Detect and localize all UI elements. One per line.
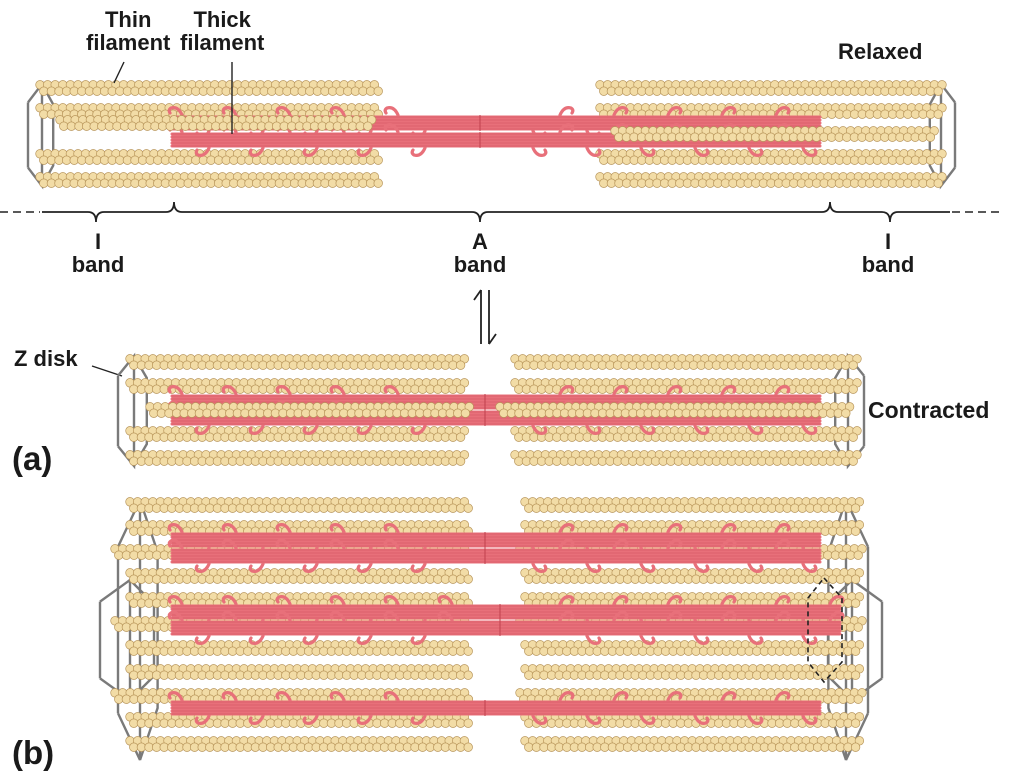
thin-filament bbox=[125, 736, 473, 752]
z-disk bbox=[826, 577, 884, 703]
panel-b-label: (b) bbox=[12, 734, 55, 771]
thin-filament bbox=[125, 378, 470, 394]
arrow-down bbox=[488, 290, 497, 345]
thick-filament bbox=[167, 691, 822, 725]
thin-filament bbox=[35, 80, 383, 96]
unit-cell-outline bbox=[807, 576, 843, 684]
thin-filament bbox=[125, 664, 473, 680]
contracted-label: Contracted bbox=[868, 397, 990, 423]
thin-filament bbox=[595, 172, 947, 188]
thin-filament bbox=[35, 172, 383, 188]
relaxed-label: Relaxed bbox=[838, 39, 923, 64]
thin-filament bbox=[510, 378, 862, 394]
thick-filament bbox=[167, 539, 822, 573]
band-brackets bbox=[0, 201, 1000, 223]
thin-filament bbox=[510, 354, 862, 370]
thin-filament bbox=[520, 568, 865, 584]
thin-filament bbox=[125, 426, 470, 442]
thin-filament bbox=[610, 126, 939, 142]
thin-filament bbox=[495, 402, 855, 418]
thin-filament bbox=[125, 354, 470, 370]
thin-filament bbox=[125, 450, 470, 466]
panel-a-label: (a) bbox=[12, 440, 53, 477]
thin-filament bbox=[520, 497, 865, 513]
thin-filament bbox=[520, 664, 865, 680]
z-disk-label: Z disk bbox=[14, 346, 78, 371]
z-disk bbox=[26, 80, 55, 190]
thin-filament bbox=[520, 736, 865, 752]
thin-filament bbox=[35, 149, 383, 165]
thin-filament bbox=[125, 640, 473, 656]
arrow-up bbox=[473, 289, 482, 344]
thin-filament bbox=[520, 640, 865, 656]
thin-filament bbox=[145, 402, 474, 418]
thin-filament bbox=[510, 450, 862, 466]
thin-filament bbox=[55, 115, 377, 131]
thin-filament bbox=[125, 497, 473, 513]
thin-filament-leader bbox=[113, 61, 125, 84]
thin-filament bbox=[595, 80, 947, 96]
z-disk bbox=[116, 352, 149, 470]
thin-filament bbox=[595, 149, 947, 165]
thick-filament bbox=[167, 123, 822, 157]
thick-filament bbox=[167, 611, 845, 645]
thin-filament bbox=[515, 688, 867, 704]
z-disk-leader bbox=[91, 365, 123, 377]
